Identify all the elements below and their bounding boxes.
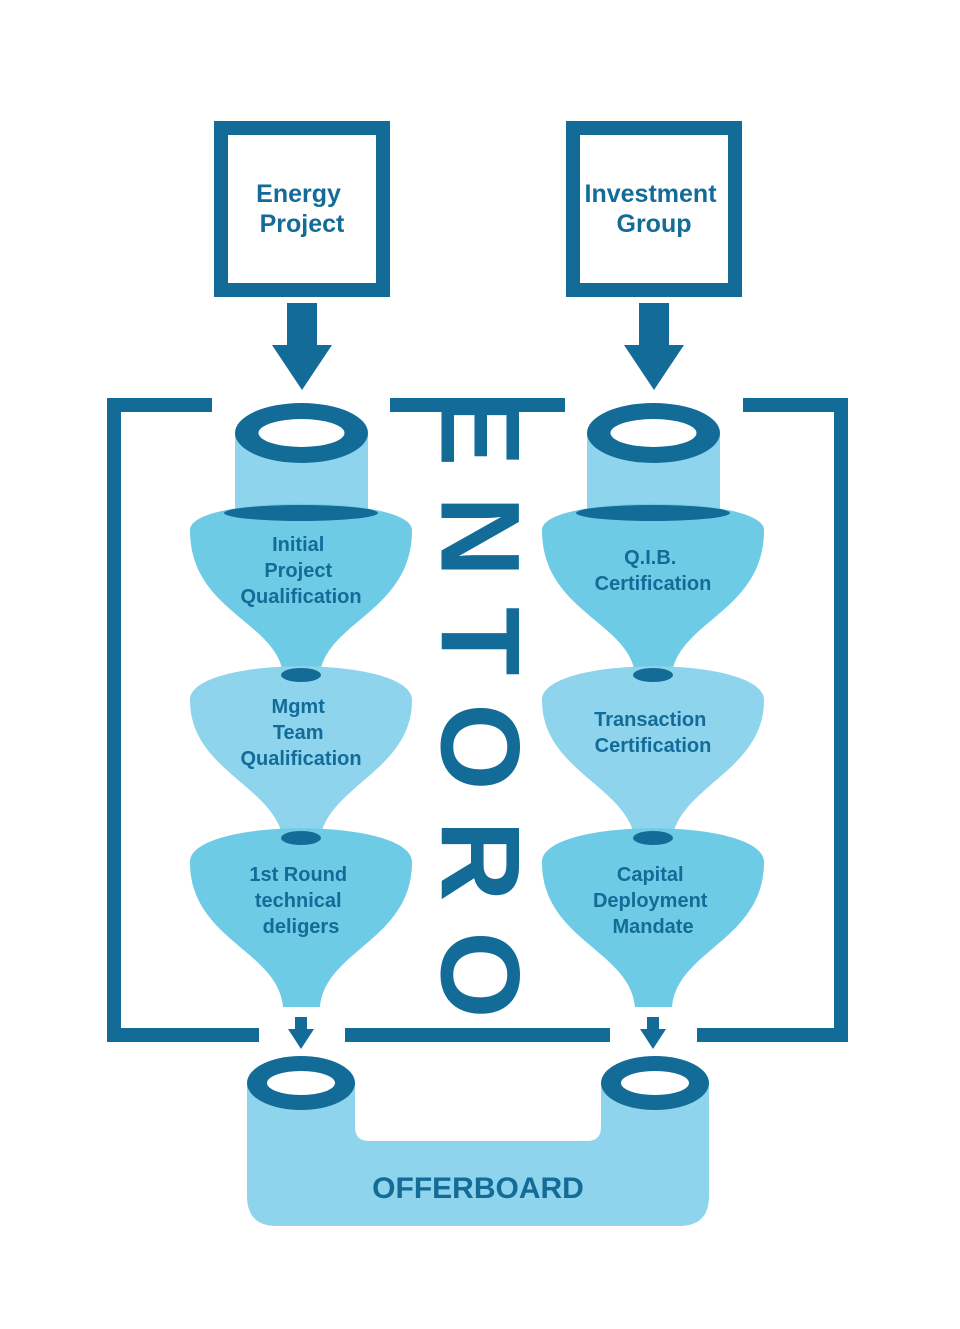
left-stage-3-label: 1st Round technical deligers: [249, 864, 352, 938]
arrow-down-icon: [624, 303, 684, 390]
entoro-brand-text: ENTORO: [418, 391, 543, 1048]
left-stage-2-label: Mgmt Team Qualification: [240, 696, 361, 770]
right-stage-3-label: Capital Deployment Mandate: [593, 864, 713, 938]
arrow-down-icon: [272, 303, 332, 390]
investment-group-box: Investment Group: [566, 121, 742, 297]
left-funnel-stage-1: Initial Project Qualification: [190, 503, 412, 672]
right-funnel-column: Q.I.B. Certification Transaction Certifi…: [542, 403, 764, 1049]
right-funnel-stage-2: Transaction Certification: [542, 666, 764, 838]
offerboard-pipe: OFFERBOARD: [247, 1056, 709, 1226]
left-funnel-stage-3: 1st Round technical deligers: [190, 828, 412, 1007]
energy-project-label: Energy Project: [256, 180, 348, 238]
entoro-bracket: [107, 398, 848, 1042]
arrow-down-icon: [640, 1017, 666, 1049]
left-funnel-column: Initial Project Qualification Mgmt Team …: [190, 403, 412, 1049]
investment-group-label: Investment Group: [585, 180, 724, 238]
right-stage-2-label: Transaction Certification: [594, 709, 712, 757]
right-funnel-stage-1: Q.I.B. Certification: [542, 503, 764, 672]
arrow-down-icon: [288, 1017, 314, 1049]
left-funnel-stage-2: Mgmt Team Qualification: [190, 666, 412, 838]
left-stage-1-label: Initial Project Qualification: [240, 534, 361, 608]
right-funnel-stage-3: Capital Deployment Mandate: [542, 828, 764, 1007]
right-stage-1-label: Q.I.B. Certification: [595, 547, 712, 595]
offerboard-label: OFFERBOARD: [372, 1172, 584, 1205]
energy-project-box: Energy Project: [214, 121, 390, 297]
